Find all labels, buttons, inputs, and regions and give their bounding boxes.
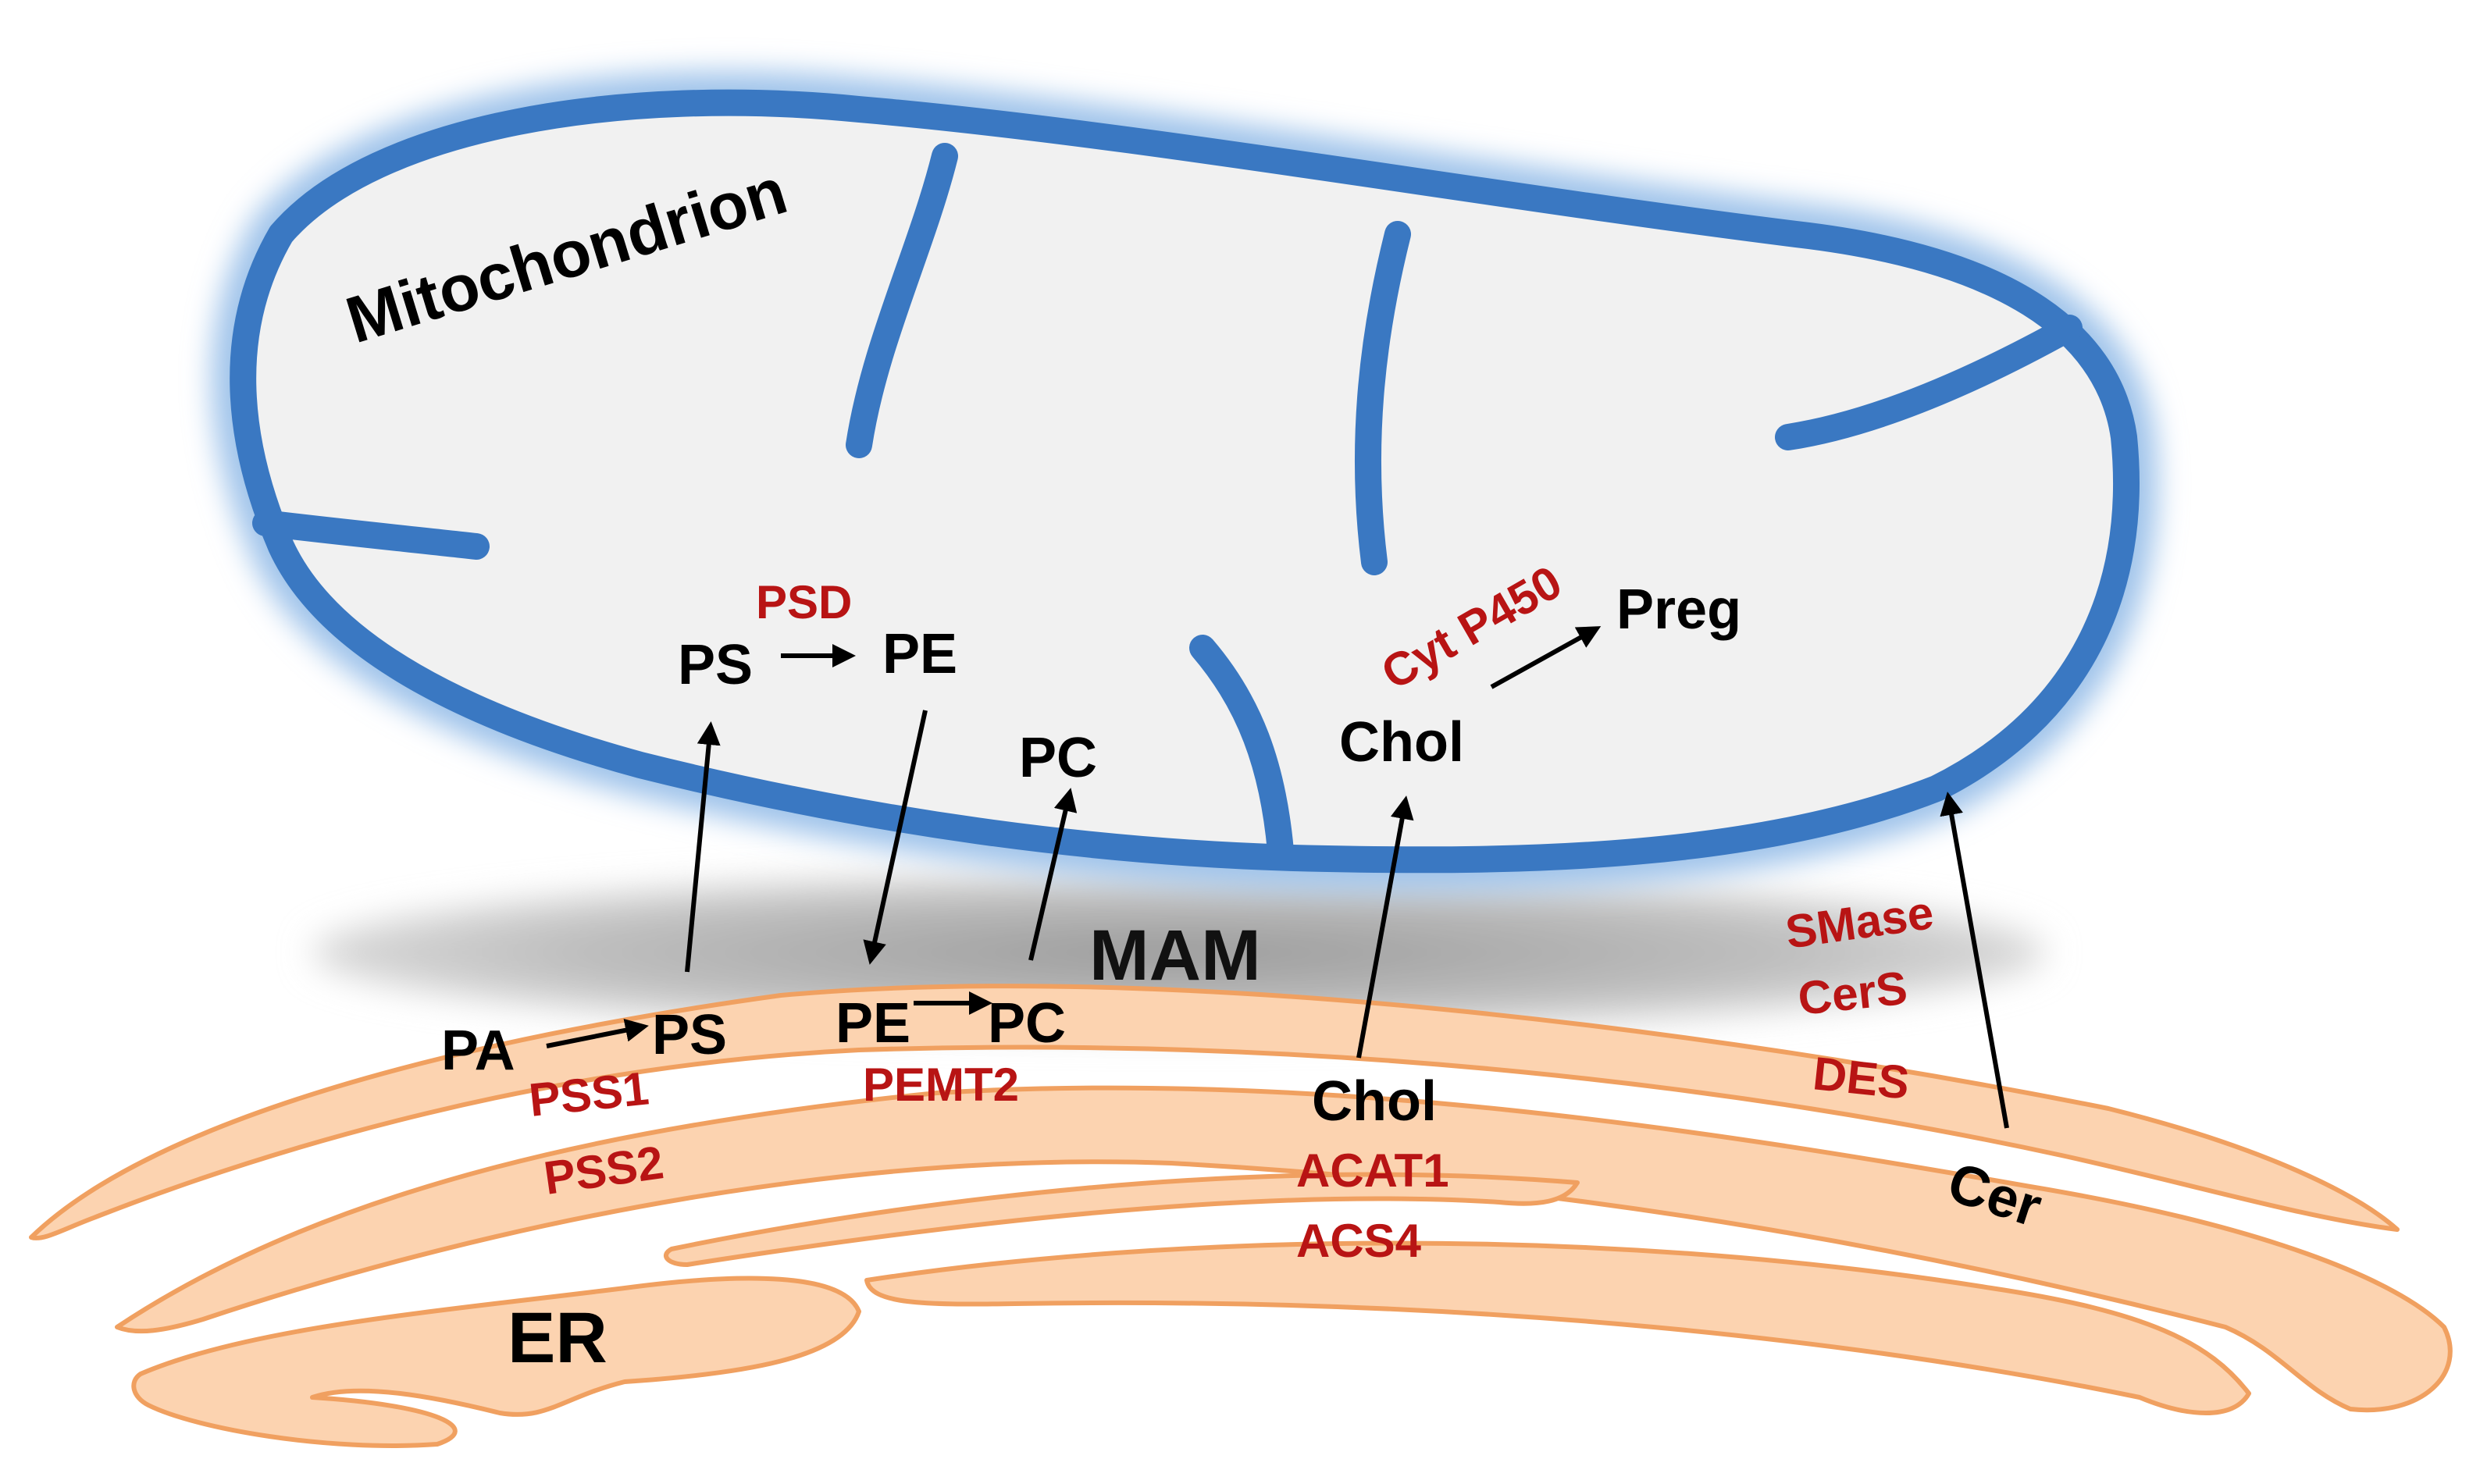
metabolite-chol-mito: Chol <box>1339 711 1464 774</box>
enzyme-psd: PSD <box>756 576 852 628</box>
arrow-pe-mito-to-er <box>863 710 928 965</box>
mam-label: MAM <box>1089 916 1261 995</box>
arrow-cer-to-mito <box>1940 792 2009 1129</box>
er-membranes <box>29 984 2453 1448</box>
arrow-chol-er-to-mito <box>1356 795 1414 1059</box>
reaction-arrows <box>546 626 2009 1129</box>
metabolite-pc-mito: PC <box>1019 727 1097 789</box>
enzyme-cers: CerS <box>1795 962 1909 1025</box>
metabolite-pa: PA <box>441 1020 515 1082</box>
crista-right <box>1775 315 2083 450</box>
metabolite-ps-er: PS <box>652 1004 727 1066</box>
crista-2 <box>1354 221 1411 575</box>
er-tubule-4 <box>864 1240 2251 1415</box>
crista-left <box>252 510 490 560</box>
metabolite-pe-mito: PE <box>882 623 957 685</box>
enzyme-pss1: PSS1 <box>526 1062 651 1126</box>
er-label: ER <box>508 1298 608 1378</box>
er-tubule-3 <box>664 1172 1580 1267</box>
metabolite-pe-er: PE <box>836 992 910 1055</box>
arrow-chol-to-preg <box>1490 626 1602 689</box>
crista-3 <box>1189 635 1294 864</box>
enzyme-pemt2: PEMT2 <box>863 1059 1019 1111</box>
arrow-ps-er-to-mito <box>685 721 721 973</box>
er-tubule-2 <box>115 1085 2453 1413</box>
er-tubule-1 <box>29 984 2400 1240</box>
metabolite-ps-mito: PS <box>678 634 753 696</box>
crista-1 <box>846 143 958 458</box>
enzyme-acat1: ACAT1 <box>1296 1144 1449 1197</box>
arrow-pa-to-ps <box>546 1018 649 1048</box>
metabolite-chol-er: Chol <box>1312 1070 1437 1133</box>
cristae <box>252 143 2083 864</box>
enzyme-des: DES <box>1811 1047 1912 1109</box>
enzyme-acs4: ACS4 <box>1296 1215 1422 1267</box>
mam-region <box>312 874 2046 1030</box>
metabolite-preg: Preg <box>1616 578 1741 641</box>
arrow-pc-er-to-mito <box>1028 788 1078 961</box>
er-sheet <box>131 1276 861 1448</box>
metabolite-pc-er: PC <box>988 992 1066 1055</box>
mitochondrion-outer-membrane <box>230 89 2140 874</box>
